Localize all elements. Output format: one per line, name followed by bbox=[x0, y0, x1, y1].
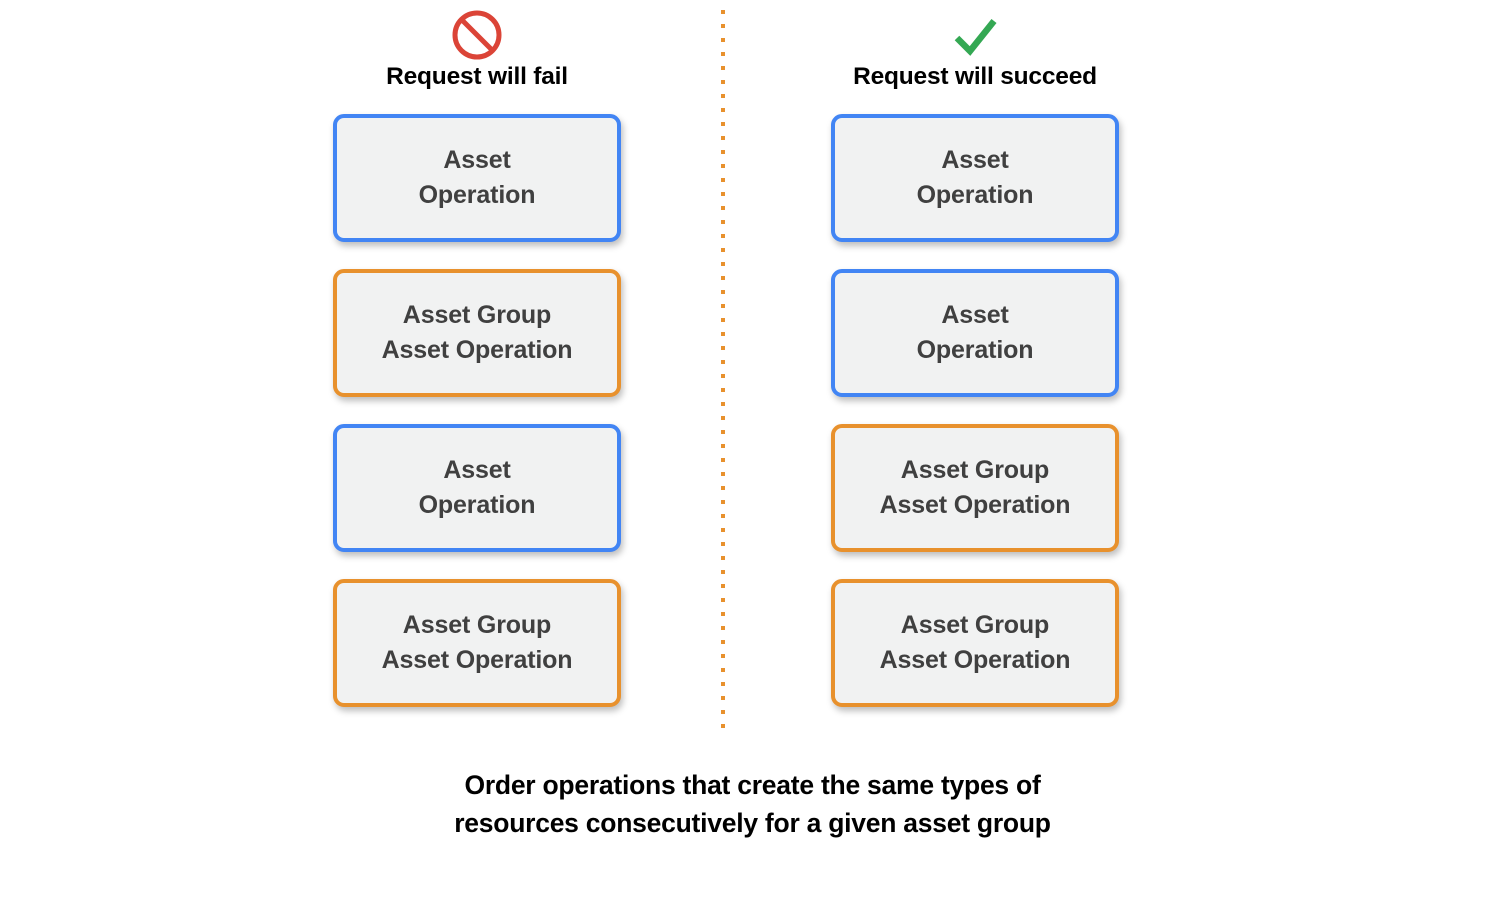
card-label: Asset Operation bbox=[418, 145, 536, 210]
card-label: Asset Group Asset Operation bbox=[879, 610, 1071, 675]
card-asset-group-asset-operation[interactable]: Asset Group Asset Operation bbox=[831, 579, 1119, 707]
card-label: Asset Group Asset Operation bbox=[381, 610, 573, 675]
column-title-succeed: Request will succeed bbox=[853, 63, 1097, 90]
card-asset-operation[interactable]: Asset Operation bbox=[831, 114, 1119, 242]
card-stack-succeed: Asset Operation Asset Operation Asset Gr… bbox=[831, 114, 1119, 707]
card-label: Asset Operation bbox=[916, 300, 1034, 365]
card-label: Asset Group Asset Operation bbox=[381, 300, 573, 365]
card-asset-group-asset-operation[interactable]: Asset Group Asset Operation bbox=[333, 579, 621, 707]
column-title-fail: Request will fail bbox=[386, 63, 568, 90]
column-divider bbox=[721, 10, 725, 737]
card-stack-fail: Asset Operation Asset Group Asset Operat… bbox=[333, 114, 621, 707]
card-label: Asset Operation bbox=[418, 455, 536, 520]
card-asset-operation[interactable]: Asset Operation bbox=[831, 269, 1119, 397]
card-asset-group-asset-operation[interactable]: Asset Group Asset Operation bbox=[333, 269, 621, 397]
prohibition-icon bbox=[452, 10, 502, 60]
column-header-succeed: Request will succeed bbox=[825, 8, 1125, 90]
card-label: Asset Operation bbox=[916, 145, 1034, 210]
card-asset-operation[interactable]: Asset Operation bbox=[333, 114, 621, 242]
card-asset-operation[interactable]: Asset Operation bbox=[333, 424, 621, 552]
diagram-caption: Order operations that create the same ty… bbox=[454, 770, 1051, 839]
column-header-fail: Request will fail bbox=[327, 8, 627, 90]
card-asset-group-asset-operation[interactable]: Asset Group Asset Operation bbox=[831, 424, 1119, 552]
checkmark-icon bbox=[954, 18, 997, 56]
card-label: Asset Group Asset Operation bbox=[879, 455, 1071, 520]
